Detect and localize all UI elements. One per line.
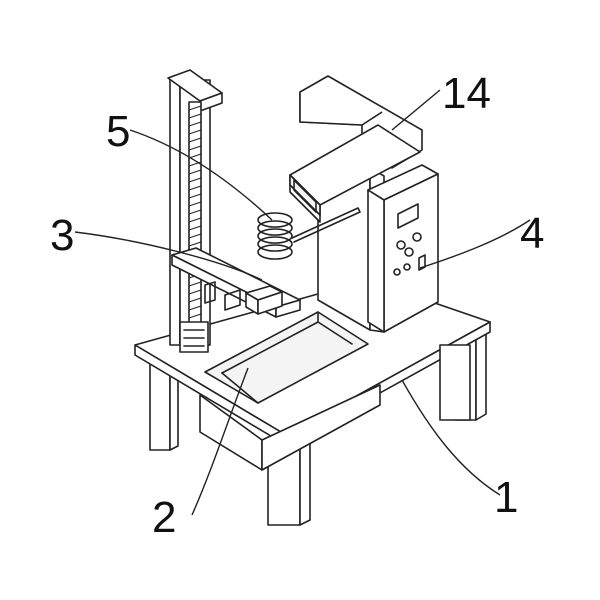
collection-tray — [204, 311, 369, 404]
induction-coil — [257, 207, 361, 260]
display-screen — [397, 203, 419, 229]
vertical-column — [167, 69, 223, 353]
callout-14: 14 — [442, 69, 491, 118]
horizontal-arm — [171, 247, 301, 318]
air-duct — [289, 75, 423, 223]
callout-5: 5 — [106, 107, 130, 156]
leader-lines — [74, 89, 531, 516]
callout-2: 2 — [152, 493, 176, 542]
callout-1: 1 — [494, 473, 518, 522]
callout-4: 4 — [520, 209, 544, 258]
motor — [179, 321, 209, 353]
callout-3: 3 — [50, 211, 74, 260]
control-box — [367, 164, 439, 333]
